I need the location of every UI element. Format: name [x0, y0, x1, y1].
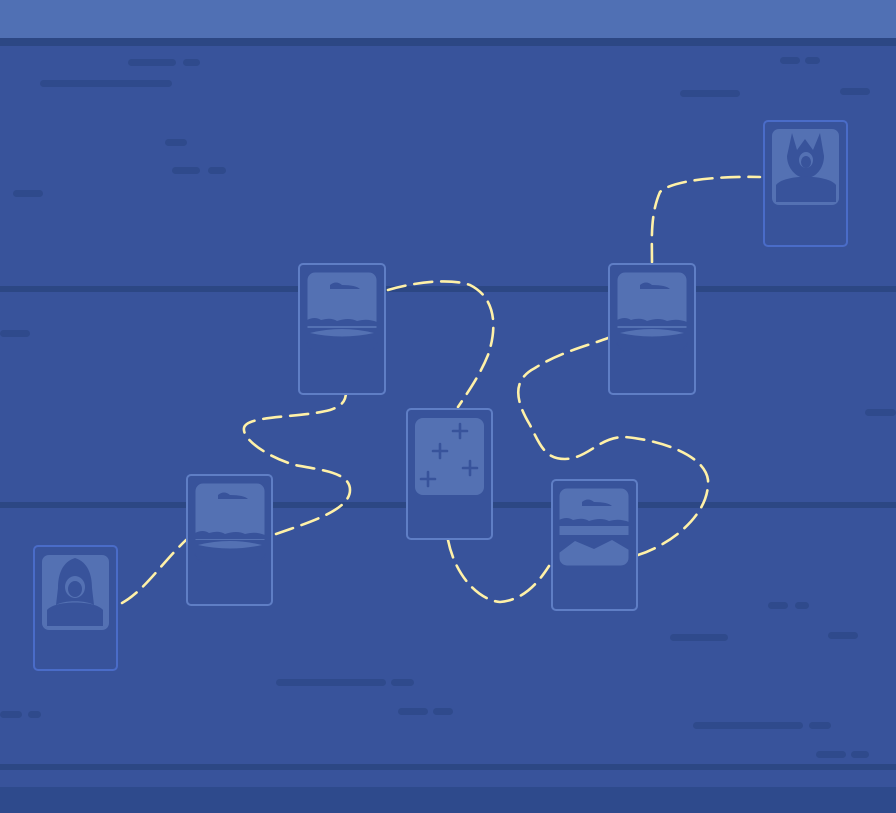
landscape-mountain-icon — [559, 488, 629, 566]
header-divider — [0, 38, 896, 46]
row-divider — [0, 286, 896, 292]
path-n1-to-n2 — [242, 390, 352, 536]
map-node-n1[interactable] — [186, 474, 273, 606]
landscape-icon — [617, 272, 687, 350]
sparkle-icon — [419, 422, 479, 488]
header-band — [0, 0, 896, 40]
map-node-boss[interactable] — [763, 120, 848, 247]
landscape-icon — [195, 483, 265, 561]
map-node-start[interactable] — [33, 545, 118, 671]
landscape-icon — [307, 272, 377, 350]
path-n3-to-n4 — [446, 538, 551, 604]
row-divider — [0, 764, 896, 770]
map-paths — [120, 175, 762, 605]
path-start-to-n1 — [120, 538, 188, 605]
bottom-band — [0, 787, 896, 813]
map-node-n5[interactable] — [608, 263, 696, 395]
path-n5-to-boss — [650, 175, 762, 264]
path-n2-to-n3 — [386, 280, 495, 409]
map-node-n4[interactable] — [551, 479, 638, 611]
horned-boss-icon — [776, 133, 836, 202]
hooded-figure-icon — [47, 558, 103, 626]
map-node-n3[interactable] — [406, 408, 493, 540]
decorative-marks — [0, 57, 896, 758]
map-node-n2[interactable] — [298, 263, 386, 395]
path-n4-to-n5 — [517, 336, 710, 557]
